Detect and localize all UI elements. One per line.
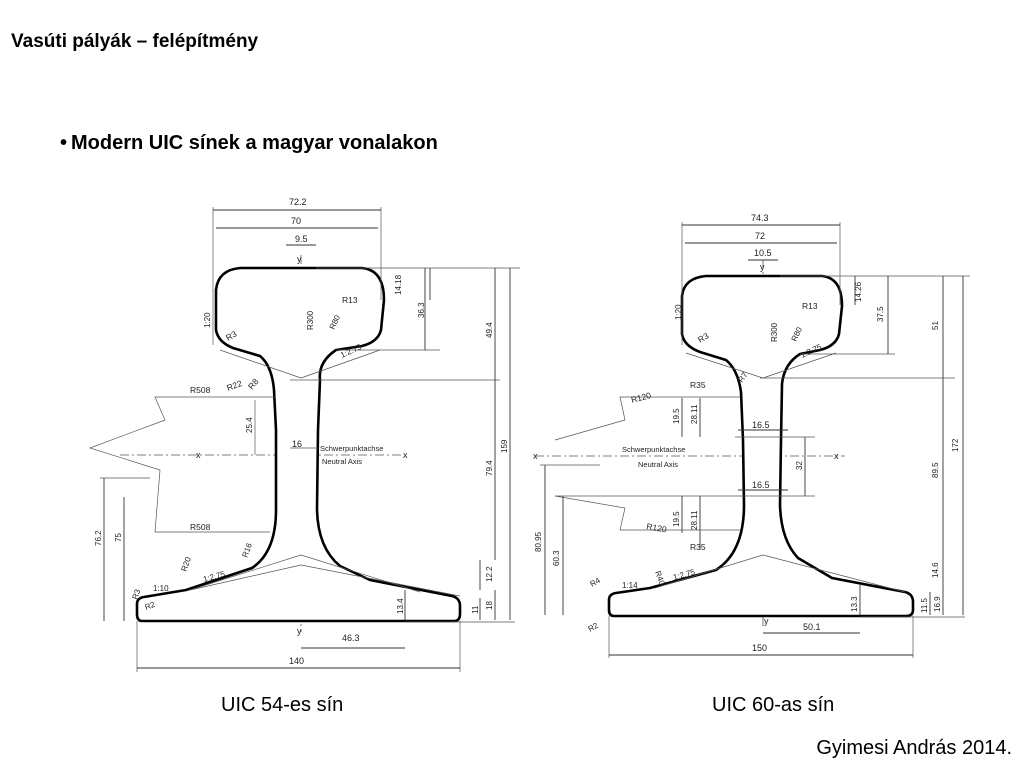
uic60-dim-28-11-bottom: 28.11 <box>690 510 699 530</box>
uic60-slope-1-14: 1:14 <box>622 581 638 590</box>
uic54-dim-140: 140 <box>289 656 304 666</box>
uic60-dim-150: 150 <box>752 643 767 653</box>
uic54-slope-1-10: 1:10 <box>153 584 169 593</box>
uic54-axis-x-left: x <box>196 450 201 460</box>
uic54-dim-76-2: 76.2 <box>94 530 103 546</box>
uic54-r508-top: R508 <box>190 385 211 395</box>
uic60-dim-16-5-top: 16.5 <box>752 420 770 430</box>
uic60-axis-y-bottom: y <box>764 616 769 626</box>
uic60-dim-13-3: 13.3 <box>850 596 859 612</box>
uic54-dim-159: 159 <box>500 439 509 453</box>
uic60-dim-60-3: 60.3 <box>552 550 561 566</box>
uic60-neutral-en: Neutral Axis <box>638 460 678 469</box>
uic60-r35-top: R35 <box>690 380 706 390</box>
uic60-dim-89-5: 89.5 <box>931 462 940 478</box>
uic60-diagram: 74.3 72 10.5 y 14.26 37.5 51 172 89.5 14… <box>533 213 970 658</box>
uic60-dim-19-5-top: 19.5 <box>672 408 681 424</box>
uic54-dim-36-3: 36.3 <box>417 302 426 318</box>
uic60-dim-32: 32 <box>795 461 804 470</box>
uic54-r22: R22 <box>225 378 243 393</box>
bullet-dot: • <box>60 132 68 154</box>
uic60-r3: R3 <box>696 331 711 345</box>
bullet-item: •Modern UIC sínek a magyar vonalakon <box>60 132 438 155</box>
author-credit: Gyimesi András 2014. <box>816 737 1012 759</box>
uic54-dim-13-4: 13.4 <box>396 598 405 614</box>
uic54-dim-9-5: 9.5 <box>295 234 308 244</box>
bullet-text: Modern UIC sínek a magyar vonalakon <box>71 132 438 154</box>
uic54-dim-46-3: 46.3 <box>342 633 360 643</box>
uic60-dim-51: 51 <box>931 321 940 330</box>
uic54-r8: R8 <box>246 376 261 391</box>
uic60-neutral-de: Schwerpunktachse <box>622 445 685 454</box>
uic54-dim-12-2: 12.2 <box>485 566 494 582</box>
uic60-dim-16-5-bottom: 16.5 <box>752 480 770 490</box>
uic60-r13: R13 <box>802 301 818 311</box>
uic60-r4: R4 <box>589 576 603 589</box>
uic54-slope-1-20: 1:20 <box>203 312 212 328</box>
uic60-dim-11-5: 11.5 <box>920 597 929 613</box>
uic54-dim-11: 11 <box>471 605 480 614</box>
uic60-slope-1-20: 1:20 <box>674 304 683 320</box>
uic54-dim-18: 18 <box>485 601 494 610</box>
uic60-dim-14-6: 14.6 <box>931 562 940 578</box>
caption-uic54: UIC 54-es sín <box>221 694 344 716</box>
uic60-axis-x-left: x <box>533 451 538 461</box>
uic60-dim-172: 172 <box>951 438 960 452</box>
uic60-dim-19-5-bottom: 19.5 <box>672 511 681 527</box>
uic60-dim-72: 72 <box>755 231 765 241</box>
uic54-r300: R300 <box>306 310 315 330</box>
uic54-dim-72-2: 72.2 <box>289 197 307 207</box>
uic60-r300: R300 <box>770 322 779 342</box>
uic60-dim-50-1: 50.1 <box>803 622 821 632</box>
uic60-dim-74-3: 74.3 <box>751 213 769 223</box>
uic60-axis-x-right: x <box>834 451 839 461</box>
rail-profiles-drawing: 72.2 70 9.5 y 14.18 36.3 49.4 159 79.4 1… <box>88 197 970 672</box>
uic54-diagram: 72.2 70 9.5 y 14.18 36.3 49.4 159 79.4 1… <box>88 197 520 672</box>
uic60-dim-14-26: 14.26 <box>854 281 863 302</box>
uic60-r35-bottom: R35 <box>690 542 706 552</box>
uic60-dim-80-95: 80.95 <box>534 531 543 552</box>
uic54-r16: R16 <box>240 541 254 558</box>
uic54-axis-y-top: y <box>297 254 302 264</box>
uic54-axis-y-bottom: y <box>297 626 302 636</box>
uic54-dim-16: 16 <box>292 439 302 449</box>
uic60-r2: R2 <box>587 621 601 634</box>
uic60-axis-y-top: y <box>760 262 765 272</box>
slide-title: Vasúti pályák – felépítmény <box>11 31 259 52</box>
uic54-dim-25-4: 25.4 <box>245 417 254 433</box>
uic60-dim-28-11-top: 28.11 <box>690 404 699 424</box>
uic54-neutral-de: Schwerpunktachse <box>320 444 383 453</box>
uic54-r3-foot: R3 <box>130 587 142 600</box>
uic60-dim-37-5: 37.5 <box>876 306 885 322</box>
uic60-dim-16-9: 16.9 <box>933 596 942 612</box>
uic54-dim-49-4: 49.4 <box>485 322 494 338</box>
uic54-axis-x-right: x <box>403 450 408 460</box>
uic60-r120-top: R120 <box>630 390 652 405</box>
uic54-dim-79-4: 79.4 <box>485 460 494 476</box>
uic54-r508-bottom: R508 <box>190 522 211 532</box>
uic60-r120-bottom: R120 <box>646 521 668 534</box>
uic54-dim-75: 75 <box>114 533 123 542</box>
uic60-dim-10-5: 10.5 <box>754 248 772 258</box>
uic54-dim-14-18: 14.18 <box>394 274 403 295</box>
uic54-neutral-en: Neutral Axis <box>322 457 362 466</box>
uic54-r2: R2 <box>144 600 157 612</box>
uic54-dim-70: 70 <box>291 216 301 226</box>
uic54-r20: R20 <box>179 555 193 572</box>
uic54-r3: R3 <box>224 329 239 343</box>
uic54-r13: R13 <box>342 295 358 305</box>
caption-uic60: UIC 60-as sín <box>712 694 835 716</box>
uic60-profile <box>607 274 915 618</box>
